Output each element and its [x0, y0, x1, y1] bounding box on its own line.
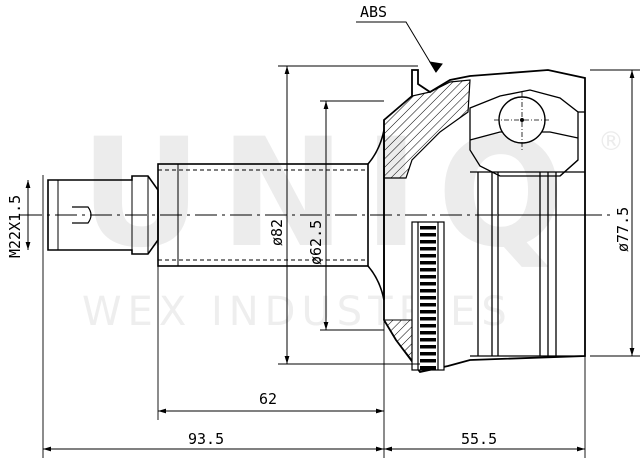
abs-tooth — [420, 317, 436, 321]
length-55-5-label: 55.5 — [461, 430, 497, 448]
extension-lines — [42, 65, 640, 458]
abs-tooth — [420, 310, 436, 314]
abs-tooth — [420, 352, 436, 356]
dimension-lines — [25, 66, 635, 452]
abs-tone-ring — [411, 221, 445, 371]
abs-tooth — [420, 338, 436, 342]
abs-label: ABS — [360, 3, 387, 21]
joint-ball — [494, 92, 550, 150]
bell-housing — [383, 69, 586, 374]
abs-tooth — [420, 268, 436, 272]
abs-leader — [356, 21, 443, 73]
abs-tooth — [420, 345, 436, 349]
abs-tooth — [420, 296, 436, 300]
length-62-label: 62 — [259, 390, 277, 408]
inner-joint — [469, 89, 585, 357]
abs-tooth — [420, 303, 436, 307]
diameter-62-5-label: ø62.5 — [307, 220, 325, 265]
abs-tooth — [420, 289, 436, 293]
abs-tooth — [420, 226, 436, 230]
abs-tooth — [420, 233, 436, 237]
abs-tooth — [420, 331, 436, 335]
abs-tooth — [420, 359, 436, 363]
watermark-registered-mark: ® — [598, 127, 624, 157]
abs-tooth — [420, 261, 436, 265]
thread-dimension-label: M22X1.5 — [6, 195, 24, 258]
abs-tooth — [420, 275, 436, 279]
length-93-5-label: 93.5 — [188, 430, 224, 448]
abs-tooth — [420, 282, 436, 286]
abs-tooth — [420, 254, 436, 258]
abs-tooth — [420, 240, 436, 244]
abs-ring-teeth — [420, 226, 436, 370]
abs-tooth — [420, 324, 436, 328]
watermark: UNIQ ® WEX INDUSTRIES — [80, 107, 624, 335]
diameter-82-label: ø82 — [268, 219, 286, 246]
diameter-77-5-label: ø77.5 — [614, 207, 632, 252]
abs-tooth — [420, 366, 436, 370]
abs-tooth — [420, 247, 436, 251]
watermark-subtitle: WEX INDUSTRIES — [82, 289, 513, 335]
